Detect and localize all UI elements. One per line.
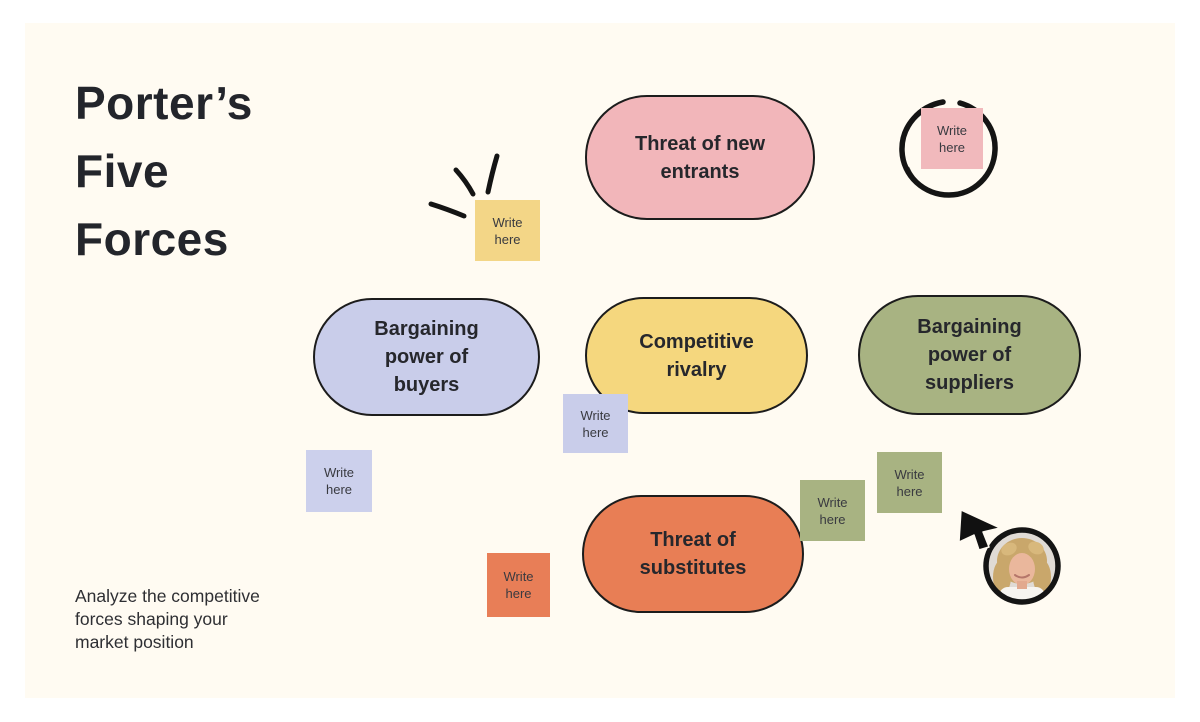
sticky-note-text: Write here bbox=[894, 466, 925, 499]
sticky-note-text: Write here bbox=[936, 122, 968, 155]
sticky-note-green-1[interactable]: Write here bbox=[800, 480, 865, 541]
pill-label: Bargaining power of suppliers bbox=[917, 316, 1022, 394]
pill-bargaining-power-buyers[interactable]: Bargaining power of buyers bbox=[313, 298, 540, 416]
pill-threat-new-entrants[interactable]: Threat of new entrants bbox=[585, 95, 815, 220]
pill-label: Bargaining power of buyers bbox=[374, 318, 479, 396]
sticky-note-text: Write here bbox=[817, 494, 848, 527]
sticky-note-orange[interactable]: Write here bbox=[487, 553, 550, 617]
sticky-note-lavender-1[interactable]: Write here bbox=[563, 394, 628, 453]
sticky-note-pink[interactable]: Write here bbox=[921, 108, 983, 169]
canvas-board: Porter’s Five Forces Analyze the competi… bbox=[25, 23, 1175, 698]
circle-scribble-icon bbox=[899, 99, 998, 198]
sticky-note-lavender-2[interactable]: Write here bbox=[306, 450, 372, 512]
pill-label: Threat of substitutes bbox=[639, 529, 747, 579]
collaborator-cursor-icon bbox=[958, 509, 1001, 551]
pill-label: Threat of new entrants bbox=[634, 132, 765, 183]
sticky-note-green-2[interactable]: Write here bbox=[877, 452, 942, 513]
sticky-note-text: Write here bbox=[580, 407, 611, 440]
sticky-note-text: Write here bbox=[503, 569, 534, 601]
sticky-note-yellow[interactable]: Write here bbox=[475, 200, 540, 261]
sticky-note-text: Write here bbox=[323, 465, 355, 497]
collaborator-avatar bbox=[983, 527, 1061, 605]
pill-label: Competitive rivalry bbox=[639, 330, 754, 381]
sticky-note-text: Write here bbox=[492, 214, 523, 247]
emphasis-strokes-icon bbox=[428, 153, 500, 219]
page-subtitle: Analyze the competitive forces shaping y… bbox=[75, 586, 260, 652]
pill-bargaining-power-suppliers[interactable]: Bargaining power of suppliers bbox=[858, 295, 1081, 415]
pill-threat-substitutes[interactable]: Threat of substitutes bbox=[582, 495, 804, 613]
page-title: Porter’s Five Forces bbox=[75, 77, 253, 265]
